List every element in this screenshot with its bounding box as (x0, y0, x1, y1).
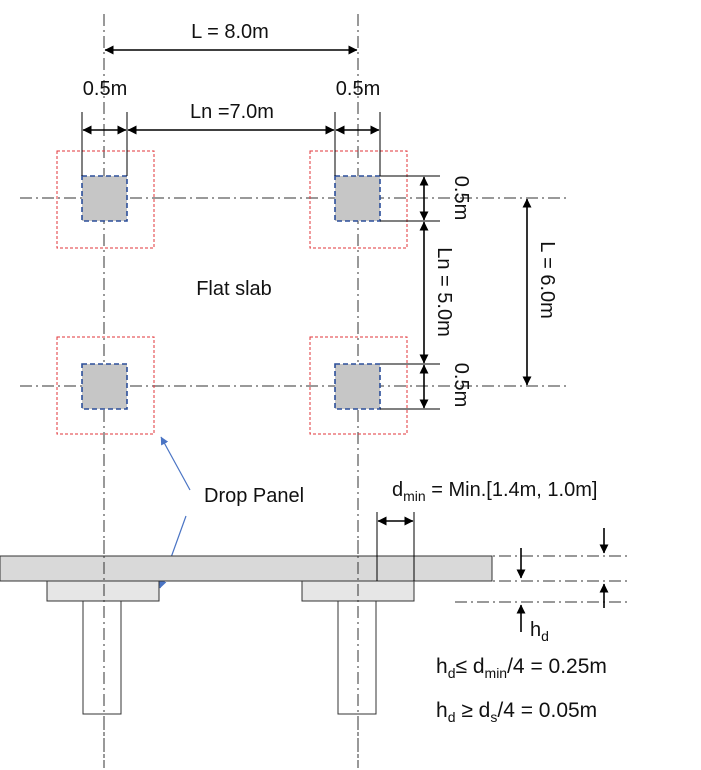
section-column-right (337, 600, 377, 715)
section-column-left (82, 600, 122, 715)
label-span-L: L = 8.0m (191, 21, 269, 43)
equation-hd-min: hd ≥ ds/4 = 0.05m (436, 699, 597, 725)
leader-drop-panel-plan (160, 436, 191, 491)
label-drop-panel: Drop Panel (204, 485, 304, 507)
drop-panel-top-right (309, 150, 408, 249)
label-flat-slab: Flat slab (196, 278, 272, 300)
column-top-left (81, 175, 128, 222)
column-bottom-right (334, 363, 381, 410)
label-col-left-width: 0.5m (83, 78, 127, 100)
equation-hd-max: hd≤ dmin/4 = 0.25m (436, 655, 607, 681)
label-hd: hd (530, 619, 549, 644)
column-bottom-left (81, 363, 128, 410)
drop-panel-top-left (56, 150, 155, 249)
column-top-right (334, 175, 381, 222)
label-dmin: dmin = Min.[1.4m, 1.0m] (392, 479, 597, 504)
label-col-top-height: 0.5m (450, 176, 472, 220)
label-span-Ln-horizontal: Ln =7.0m (190, 101, 274, 123)
drop-panel-bottom-right (309, 336, 408, 435)
section-slab (0, 555, 493, 582)
label-col-bottom-height: 0.5m (450, 363, 472, 407)
label-span-Ln-vertical: Ln = 5.0m (433, 247, 455, 337)
section-drop-panel-left (46, 580, 160, 602)
label-span-L-vertical: L = 6.0m (536, 241, 558, 319)
label-col-right-width: 0.5m (336, 78, 380, 100)
drop-panel-bottom-left (56, 336, 155, 435)
